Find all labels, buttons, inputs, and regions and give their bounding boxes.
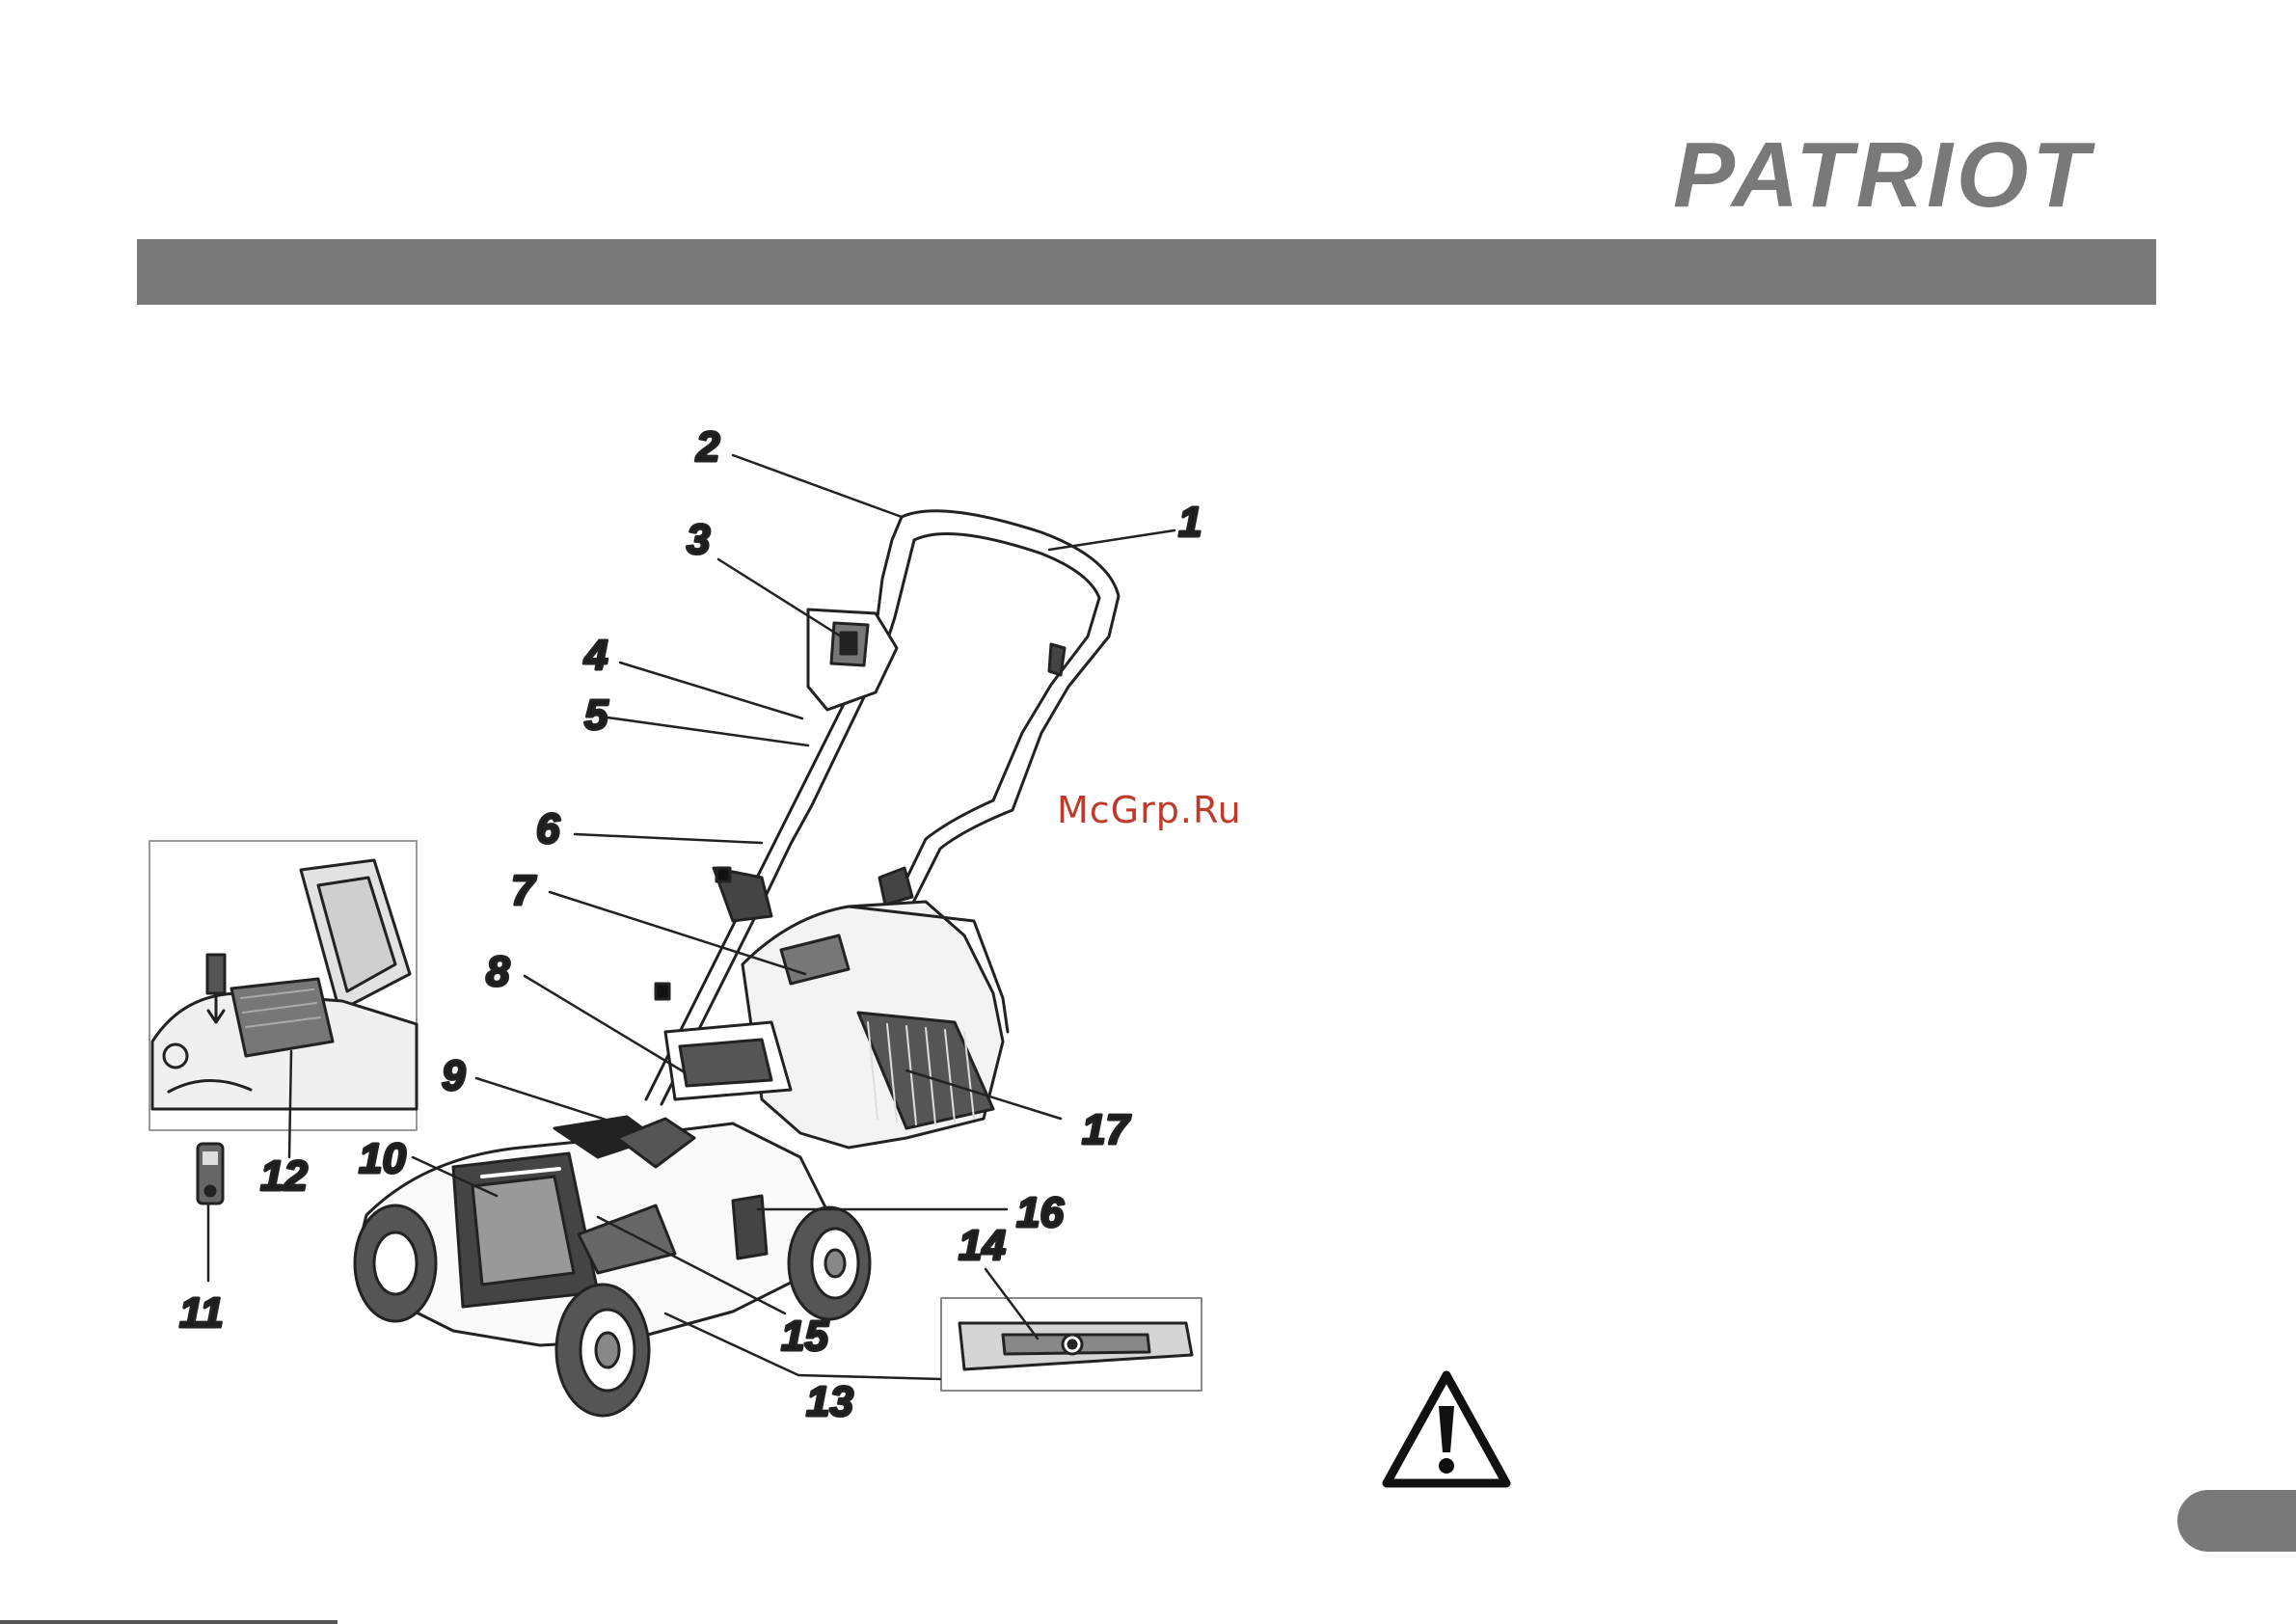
battery-compartment-inset [149,841,417,1130]
callout-15: 15 [781,1313,828,1360]
callout-12: 12 [260,1152,308,1200]
callout-16: 16 [1016,1189,1064,1236]
callout-6: 6 [536,805,560,853]
callout-10: 10 [359,1135,406,1182]
footer-line [0,1620,338,1624]
callout-13: 13 [806,1378,853,1425]
warning-triangle-icon [1381,1369,1512,1491]
callout-8: 8 [486,948,510,995]
callout-9: 9 [442,1052,466,1099]
grass-collection-box [665,902,1008,1148]
safety-key [198,1144,223,1204]
callout-5: 5 [584,691,608,739]
callout-14: 14 [959,1222,1006,1269]
callout-11: 11 [179,1289,224,1337]
callout-7: 7 [511,867,537,914]
callout-1: 1 [1178,499,1202,546]
callout-2: 2 [695,423,720,471]
callout-17: 17 [1082,1106,1131,1153]
callout-4: 4 [583,632,608,679]
page-number-tab [2177,1490,2296,1552]
blade-inset [941,1298,1202,1391]
callout-3: 3 [687,516,710,563]
watermark-text: McGrp.Ru [1057,789,1242,831]
